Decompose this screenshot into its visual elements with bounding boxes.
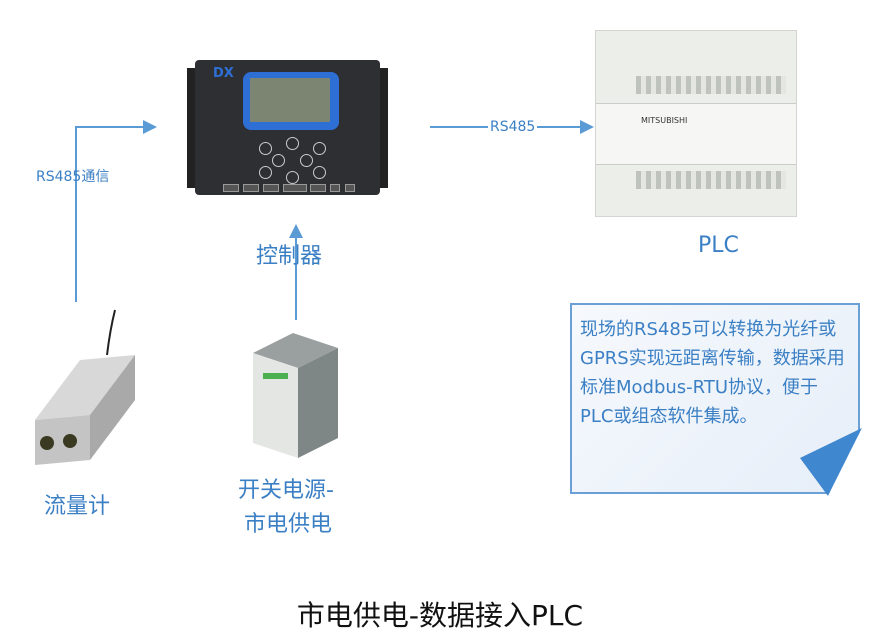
note-callout: 现场的RS485可以转换为光纤或GPRS实现远距离传输，数据采用标准Modbus… bbox=[570, 303, 860, 494]
power-label-line2: 市电供电 bbox=[244, 512, 333, 537]
power-label-line1: 开关电源- bbox=[238, 478, 334, 503]
arrow-head-icon bbox=[580, 120, 594, 134]
controller-label: 控制器 bbox=[256, 244, 323, 269]
page-title: 市电供电-数据接入PLC bbox=[296, 599, 584, 632]
controller-brand: DX bbox=[213, 66, 234, 81]
arrow-head-icon bbox=[143, 120, 157, 134]
controller-device-image: DX bbox=[187, 60, 388, 195]
plc-label: PLC bbox=[698, 233, 739, 258]
note-text: 现场的RS485可以转换为光纤或GPRS实现远距离传输，数据采用标准Modbus… bbox=[580, 319, 845, 427]
page-curl-icon bbox=[800, 428, 862, 496]
arrow-head-icon bbox=[289, 224, 303, 238]
flowmeter-image bbox=[35, 309, 135, 465]
flowmeter-label: 流量计 bbox=[44, 494, 111, 519]
plc-device-image: MITSUBISHI bbox=[595, 30, 797, 217]
flowmeter-link-line bbox=[75, 127, 77, 302]
power-supply-image bbox=[253, 333, 338, 458]
power-link-line bbox=[295, 236, 297, 320]
flowmeter-link-line-h bbox=[75, 126, 147, 128]
rs485-comm-label: RS485通信 bbox=[36, 169, 110, 185]
plc-brand: MITSUBISHI bbox=[641, 116, 688, 125]
rs485-label: RS485 bbox=[488, 119, 538, 135]
controller-screen bbox=[243, 72, 339, 130]
